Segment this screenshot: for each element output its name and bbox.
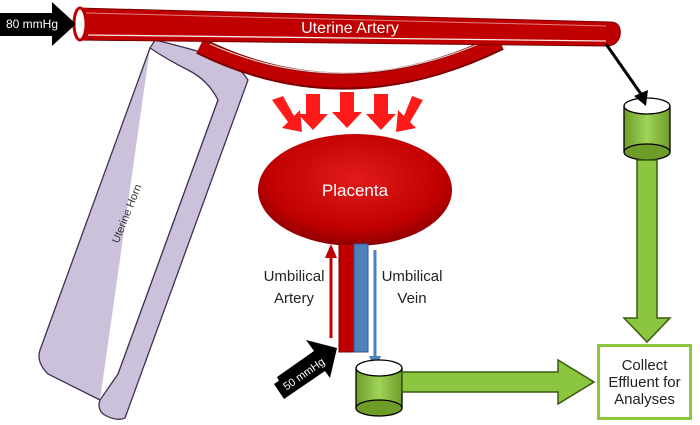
green-arrow-down: [622, 159, 672, 344]
effluent-collector-bottom: [355, 359, 403, 417]
collect-effluent-label: Collect Effluent for Analyses: [608, 356, 681, 408]
placenta: [258, 134, 452, 246]
arcuate-vessel: [196, 34, 504, 90]
uterine-horn: [38, 39, 249, 420]
umbilical-artery-label: Umbilical Artery: [263, 268, 325, 307]
outflow-connector: [604, 43, 648, 106]
pressure-80-label: 80 mmHg: [6, 17, 58, 31]
green-arrow-right: [401, 358, 596, 406]
uterine-artery-label: Uterine Artery: [301, 20, 399, 37]
effluent-collector-top: [623, 97, 671, 161]
umbilical-artery-flow-arrow: [325, 244, 337, 338]
placenta-label: Placenta: [322, 181, 389, 200]
umbilical-cord: [338, 243, 369, 353]
pressure-arrow-50: [274, 340, 337, 399]
umbilical-vein-label: Umbilical Vein: [381, 268, 443, 307]
collect-effluent-box: Collect Effluent for Analyses: [597, 344, 692, 420]
perfusion-arrows: [272, 92, 423, 132]
pressure-arrow-80: [0, 2, 76, 46]
